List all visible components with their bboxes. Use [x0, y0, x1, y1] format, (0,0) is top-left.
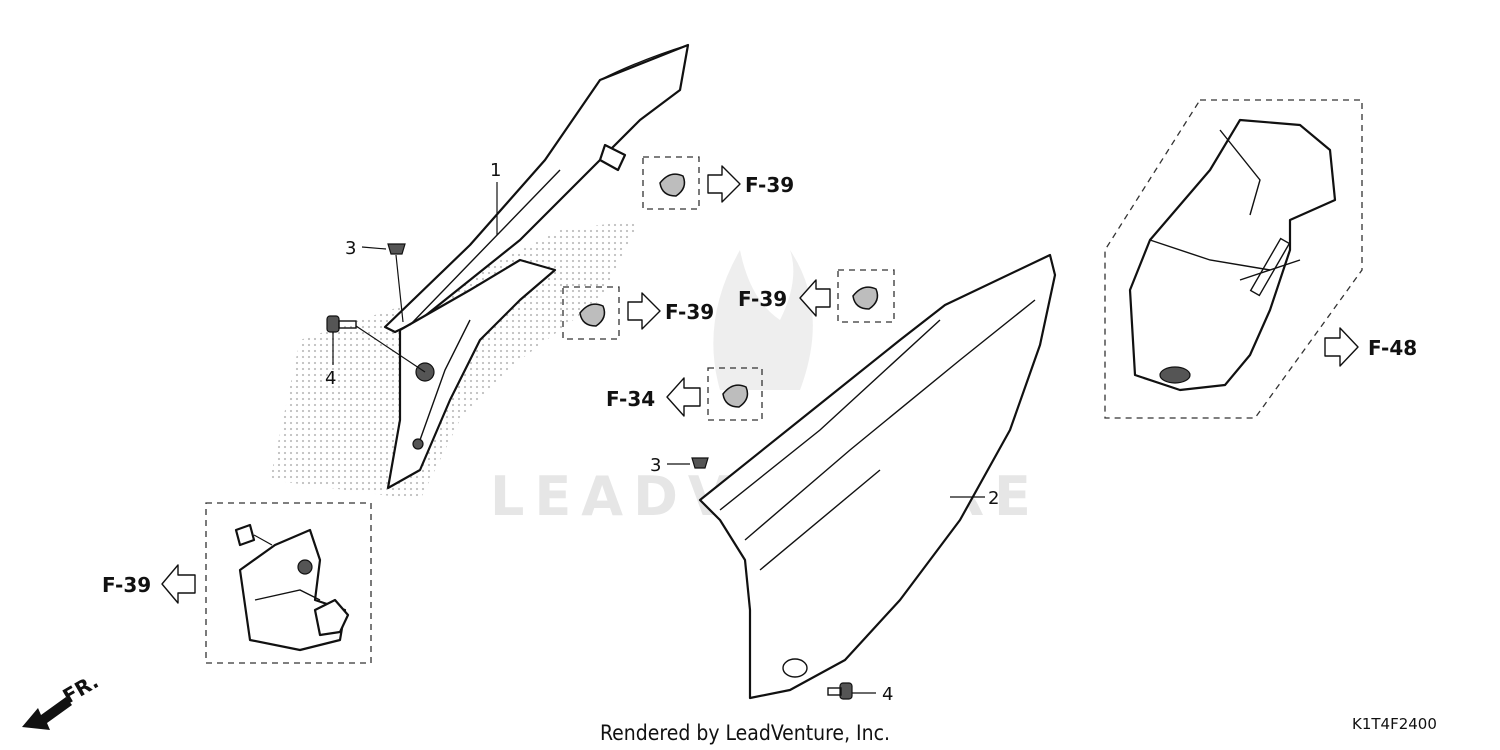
ref-f39-top[interactable]: F-39: [707, 165, 794, 203]
svg-text:F-39: F-39: [738, 287, 787, 311]
screw-4-upper[interactable]: [326, 315, 426, 373]
svg-text:F-39: F-39: [102, 573, 151, 597]
callout-3-lower: 3: [650, 455, 661, 476]
svg-text:F-34: F-34: [606, 387, 655, 411]
svg-text:F-48: F-48: [1368, 336, 1417, 360]
callout-4-upper: 4: [325, 368, 336, 389]
svg-text:F-39: F-39: [745, 173, 794, 197]
arrow-down-left-icon: [22, 697, 72, 730]
ref-f34[interactable]: F-34: [606, 377, 701, 417]
part-lower-front-cover[interactable]: [234, 523, 350, 652]
part-2-side-cover[interactable]: [698, 253, 1057, 700]
leader-3-upper: [361, 246, 387, 250]
ref-f48[interactable]: F-48: [1324, 327, 1417, 367]
callout-4-lower: 4: [882, 684, 893, 705]
ref-f39-right[interactable]: F-39: [738, 279, 831, 317]
callout-1: 1: [490, 160, 501, 181]
grommet-box-mid: [562, 286, 620, 340]
svg-text:F-39: F-39: [665, 300, 714, 324]
watermark-flame: [713, 250, 813, 390]
clip-3-lower[interactable]: [691, 457, 709, 469]
clip-3-upper[interactable]: [387, 243, 406, 323]
ref-f39-mid[interactable]: F-39: [627, 292, 714, 330]
callout-3-upper: 3: [345, 238, 356, 259]
grommet-box-right: [837, 269, 895, 323]
front-direction-indicator: FR.: [22, 669, 103, 730]
grommet-box-f34: [707, 367, 763, 421]
part-1-front-cover[interactable]: [383, 43, 690, 490]
ref-f39-left[interactable]: F-39: [102, 564, 196, 604]
diagram-code: K1T4F2400: [1352, 715, 1437, 733]
dashed-box-lower-front: [205, 502, 372, 664]
rendered-by-footer: Rendered by LeadVenture, Inc.: [600, 721, 890, 745]
part-rear-component[interactable]: [1128, 118, 1337, 392]
grommet-box-top: [642, 156, 700, 210]
callout-2: 2: [988, 488, 999, 509]
screw-4-lower[interactable]: [827, 682, 876, 700]
